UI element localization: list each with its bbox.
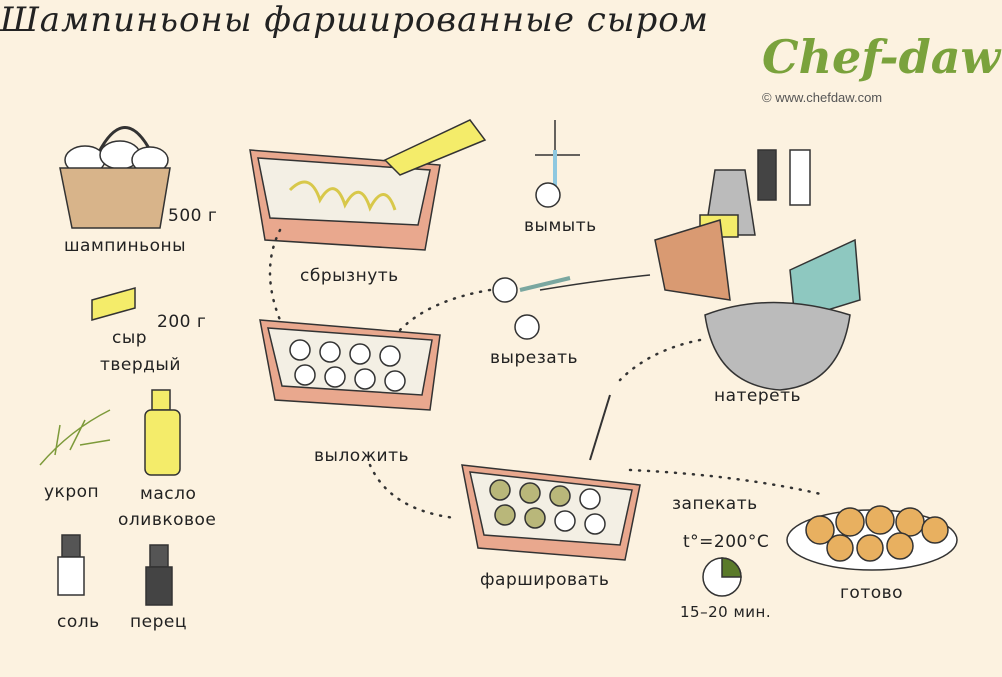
step-sprinkle: сбрызнуть: [300, 266, 399, 286]
dill-label: укроп: [44, 482, 100, 502]
arrow-to-board: [539, 274, 651, 291]
olive-oil-bottle-icon: [144, 389, 181, 476]
step-lay-out: выложить: [314, 446, 409, 466]
oil-label-1: масло: [140, 484, 197, 504]
knife-mushroom-icon: [492, 276, 571, 340]
baking-dish-mushrooms-icon: [259, 319, 441, 411]
faucet-washing-icon: [535, 120, 580, 208]
step-stuff: фаршировать: [480, 570, 610, 590]
step-wash: вымыть: [524, 216, 597, 236]
timer-icon: [702, 557, 742, 597]
salt-shaker-icon: [57, 534, 85, 596]
step-grate: натереть: [714, 386, 802, 406]
oil-label-2: оливковое: [118, 510, 217, 530]
brand-logo: Chef-daw: [762, 30, 1001, 84]
bake-temperature: t°=200°C: [683, 532, 770, 552]
step-bake: запекать: [672, 494, 758, 514]
grater-bowl-icon: [654, 149, 861, 391]
step-ready: готово: [840, 583, 904, 603]
cheese-amount: 200 г: [157, 312, 207, 332]
dill-icon: [39, 409, 111, 466]
baking-dish-stuffed-icon: [461, 394, 641, 561]
ready-dish-icon: [786, 505, 958, 571]
mushrooms-label: шампиньоны: [64, 236, 187, 256]
bake-time: 15–20 мин.: [680, 603, 772, 621]
cheese-label-1: сыр: [112, 328, 148, 348]
cheese-label-2: твердый: [100, 355, 181, 375]
mushroom-basket-icon: [59, 126, 171, 229]
step-cut: вырезать: [490, 348, 579, 368]
page-title: Шампиньоны фаршированные сыром: [0, 0, 709, 40]
cheese-icon: [91, 287, 136, 321]
mushrooms-amount: 500 г: [168, 206, 218, 226]
baking-dish-oil-icon: [249, 119, 487, 251]
brand-site[interactable]: © www.chefdaw.com: [762, 90, 883, 105]
flow-arrows: [268, 228, 827, 520]
pepper-label: перец: [130, 612, 187, 632]
salt-label: соль: [57, 612, 100, 632]
pepper-shaker-icon: [145, 544, 173, 606]
